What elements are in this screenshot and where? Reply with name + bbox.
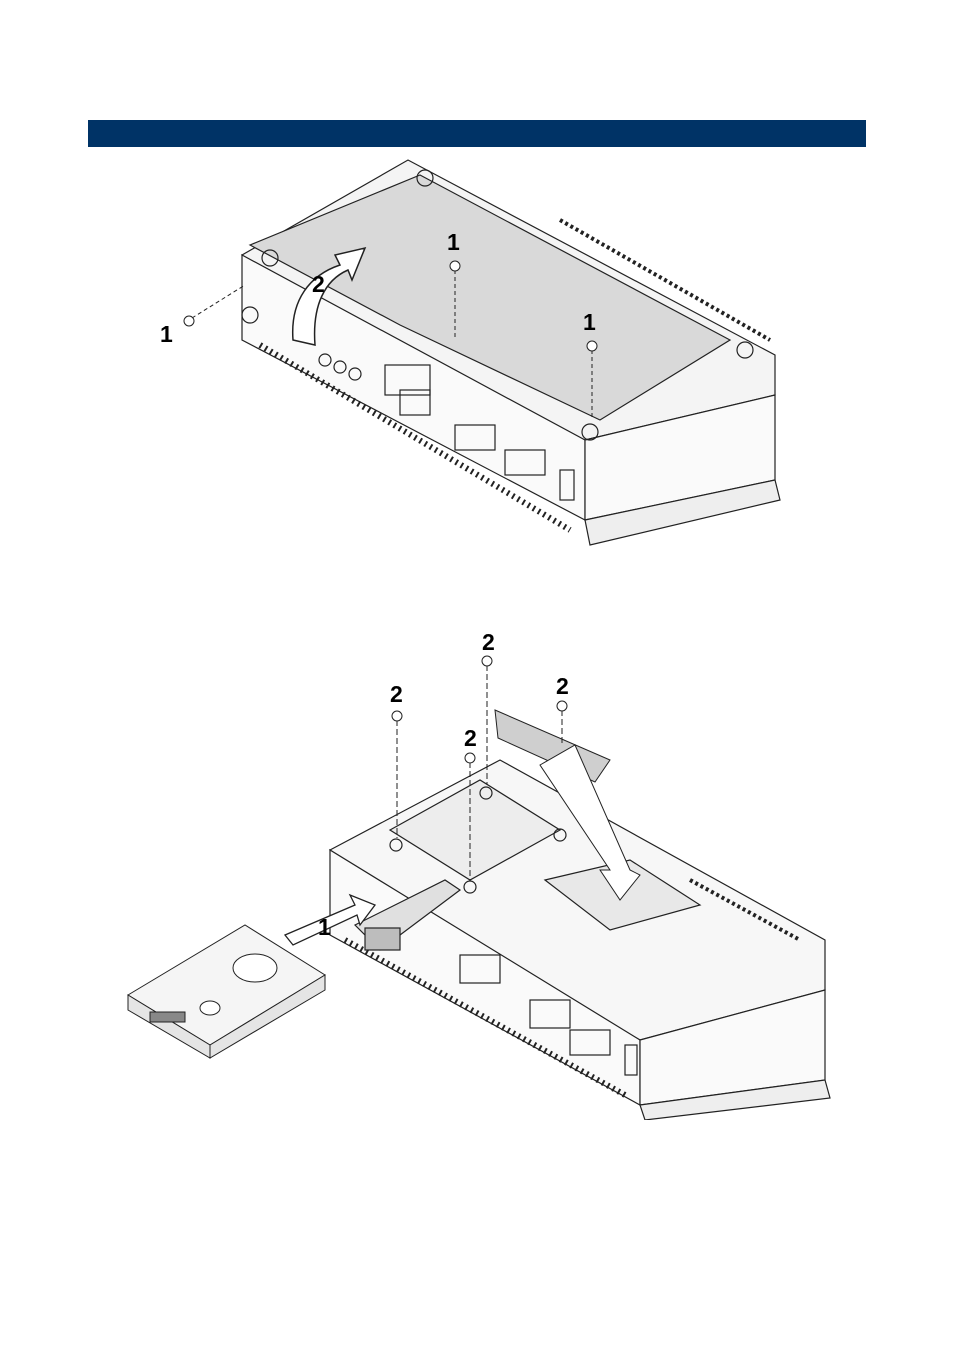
screw-icon	[450, 261, 460, 271]
hard-disk-drive	[128, 925, 325, 1058]
screw-icon	[482, 656, 492, 666]
bottom-cover-removal-diagram: 1 2 1 1	[0, 155, 954, 555]
callout-2-middle: 2	[464, 725, 477, 751]
callout-1-hdd: 1	[318, 914, 331, 940]
callout-2-left: 2	[390, 681, 403, 707]
callout-1-top: 1	[447, 229, 460, 255]
screw-icon	[184, 316, 194, 326]
chassis-outline	[242, 160, 780, 545]
callout-2-top: 2	[482, 629, 495, 655]
screw-icon	[392, 711, 402, 721]
section-header-bar	[88, 120, 866, 147]
hdd-installation-diagram: 2 2 2 2 1	[0, 620, 954, 1120]
screw-icon	[465, 753, 475, 763]
callout-1-left: 1	[160, 321, 173, 347]
callout-2-right: 2	[556, 673, 569, 699]
screw-icon	[587, 341, 597, 351]
screw-icon	[557, 701, 567, 711]
callout-1-right: 1	[583, 309, 596, 335]
callout-2-lift: 2	[312, 271, 325, 297]
